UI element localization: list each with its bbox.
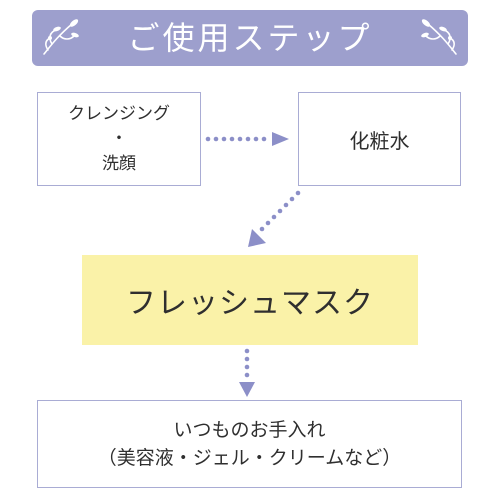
step-separator-dot: ・ — [110, 128, 128, 149]
floral-ornament-icon — [421, 19, 457, 55]
step-cleansing-label: クレンジング — [68, 103, 170, 124]
step-usual-care-examples: （美容液・ジェル・クリームなど） — [97, 447, 402, 469]
arrow-diagonal — [248, 190, 301, 247]
page-title: ご使用ステップ — [127, 19, 373, 57]
step-usual-care-label: いつものお手入れ — [173, 419, 326, 441]
floral-ornament-icon — [43, 19, 79, 55]
step-toner-box: 化粧水 — [298, 92, 461, 186]
step-toner-label: 化粧水 — [349, 128, 410, 153]
arrow-down — [239, 348, 255, 397]
step-cleansing-box: クレンジング ・ 洗顔 — [37, 92, 201, 186]
step-fresh-mask-label: フレッシュマスク — [126, 286, 374, 321]
step-fresh-mask-box: フレッシュマスク — [82, 255, 418, 345]
header-banner: ご使用ステップ — [32, 10, 468, 66]
step-usual-care-box: いつものお手入れ （美容液・ジェル・クリームなど） — [37, 400, 462, 488]
step-face-wash-label: 洗顔 — [102, 153, 136, 174]
arrow-right — [205, 132, 289, 146]
